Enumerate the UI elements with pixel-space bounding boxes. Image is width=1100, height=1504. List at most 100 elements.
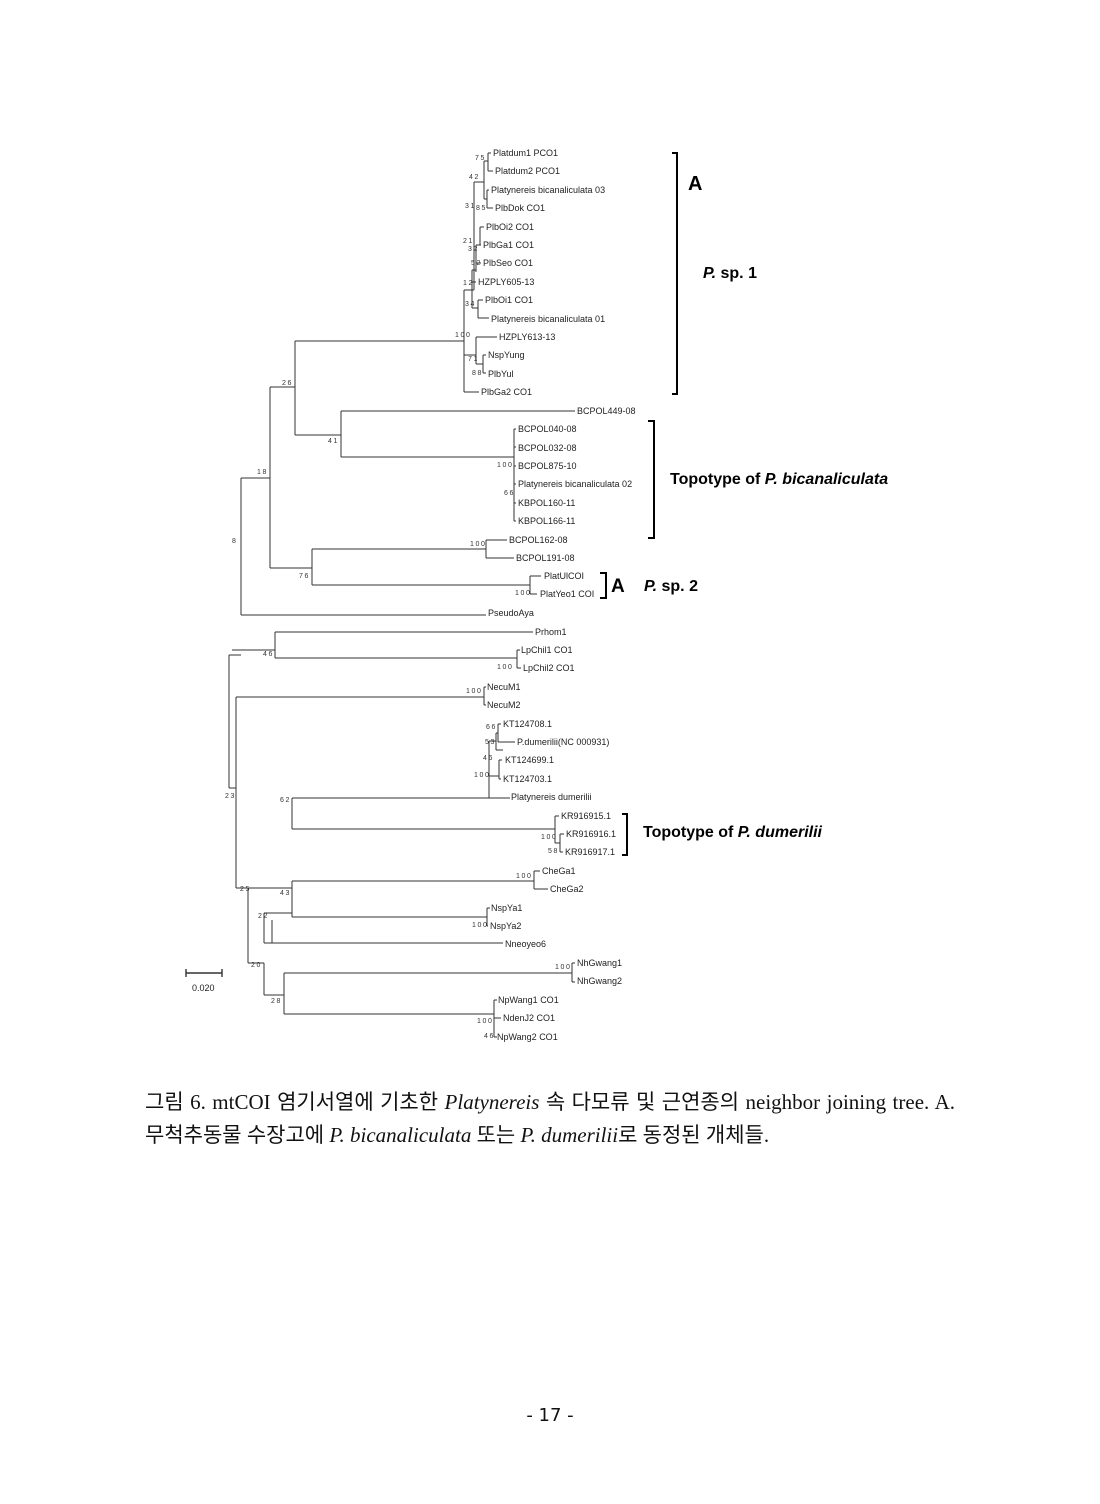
taxon-label: NspYa2 xyxy=(490,921,521,931)
taxon-label: HZPLY613-13 xyxy=(499,332,555,342)
support-value: 46 xyxy=(263,651,274,658)
support-value: 71 xyxy=(468,356,479,363)
clade-label-a-top: A xyxy=(688,173,702,195)
taxon-label: KBPOL166-11 xyxy=(518,516,575,526)
taxon-label: PlbOi1 CO1 xyxy=(485,295,533,305)
taxon-label: BCPOL040-08 xyxy=(518,424,577,434)
support-value: 100 xyxy=(497,664,513,671)
taxon-label: Platynereis bicanaliculata 01 xyxy=(491,314,605,324)
taxon-label: KT124699.1 xyxy=(505,755,554,765)
support-value: 100 xyxy=(477,1018,493,1025)
taxon-labels: Platdum1 PCO1 Platdum2 PCO1 Platynereis … xyxy=(478,148,636,1042)
support-value: 43 xyxy=(280,890,291,897)
support-value: 53 xyxy=(485,739,496,746)
support-value: 25 xyxy=(240,886,251,893)
support-value: 26 xyxy=(282,380,293,387)
caption-text: 그림 6. mtCOI 염기서열에 기초한 xyxy=(145,1090,445,1114)
support-value: 100 xyxy=(472,922,488,929)
support-value: 58 xyxy=(548,848,559,855)
caption-species: P. dumerilii xyxy=(520,1123,619,1147)
support-value: 12 xyxy=(463,280,474,287)
taxon-label: NhGwang1 xyxy=(577,958,622,968)
taxon-label: KBPOL160-11 xyxy=(518,498,575,508)
bracket-topotype-bicanaliculata xyxy=(648,420,655,539)
taxon-label: KR916916.1 xyxy=(566,829,616,839)
taxon-label: CheGa1 xyxy=(542,866,576,876)
taxon-label: NspYa1 xyxy=(491,903,522,913)
support-value: 8 xyxy=(232,538,238,545)
taxon-label: BCPOL191-08 xyxy=(516,553,575,563)
support-value: 100 xyxy=(470,541,486,548)
caption-text: 속 다모류 및 근연종의 neighbor joining tree. A. 무… xyxy=(145,1090,955,1147)
tree-branches xyxy=(228,152,575,1038)
taxon-label: PlbGa1 CO1 xyxy=(483,240,534,250)
taxon-label: Platynereis bicanaliculata 02 xyxy=(518,479,632,489)
clade-label-topotype-dumerilii: Topotype of P. dumerilii xyxy=(643,824,823,841)
taxon-label: PlatUlCOI xyxy=(544,571,584,581)
support-value: 42 xyxy=(469,174,480,181)
taxon-label: BCPOL162-08 xyxy=(509,535,568,545)
taxon-label: Platdum1 PCO1 xyxy=(493,148,558,158)
clade-label-psp2: P. sp. 2 xyxy=(644,578,698,595)
support-value: 100 xyxy=(497,462,513,469)
taxon-label: NecuM2 xyxy=(487,700,521,710)
support-value: 18 xyxy=(257,469,268,476)
taxon-label: PseudoAya xyxy=(488,608,534,618)
phylogenetic-tree: 0.020 Platdum1 PCO1 Platdum2 PCO1 Platyn… xyxy=(185,148,888,1042)
support-value: 76 xyxy=(299,573,310,580)
taxon-label: KT124708.1 xyxy=(503,719,552,729)
taxon-label: NpWang2 CO1 xyxy=(497,1032,558,1042)
taxon-label: NdenJ2 CO1 xyxy=(503,1013,555,1023)
support-value: 41 xyxy=(328,438,339,445)
support-value: 100 xyxy=(516,873,532,880)
support-value: 88 xyxy=(472,370,483,377)
taxon-label: Platynereis bicanaliculata 03 xyxy=(491,185,605,195)
bracket-psp2 xyxy=(600,572,607,599)
taxon-label: BCPOL032-08 xyxy=(518,443,577,453)
support-value: 100 xyxy=(541,834,557,841)
clade-label-psp1: P. sp. 1 xyxy=(703,265,757,282)
caption-text: 또는 xyxy=(471,1123,521,1147)
support-value: 46 xyxy=(484,1033,495,1040)
support-value: 85 xyxy=(476,205,487,212)
support-value: 100 xyxy=(455,332,471,339)
caption-species: P. bicanaliculata xyxy=(329,1123,472,1147)
support-value: 21 xyxy=(463,238,474,245)
support-value: 66 xyxy=(504,490,515,497)
clade-labels: A P. sp. 1 Topotype of P. bicanaliculata… xyxy=(611,173,888,841)
taxon-label: KR916917.1 xyxy=(565,847,615,857)
support-value: 75 xyxy=(475,155,486,162)
scale-bar: 0.020 xyxy=(185,969,223,993)
clade-brackets xyxy=(600,152,678,856)
support-value: 100 xyxy=(515,590,531,597)
taxon-label: Platynereis dumerilii xyxy=(511,792,592,802)
taxon-label: PlbYul xyxy=(488,369,514,379)
support-value: 52 xyxy=(471,260,482,267)
page-number: - 17 - xyxy=(526,1405,574,1426)
support-value: 32 xyxy=(468,246,479,253)
taxon-label: NhGwang2 xyxy=(577,976,622,986)
support-value: 34 xyxy=(465,301,476,308)
support-value: 46 xyxy=(483,755,494,762)
taxon-label: HZPLY605-13 xyxy=(478,277,534,287)
support-value: 100 xyxy=(555,964,571,971)
taxon-label: BCPOL449-08 xyxy=(577,406,636,416)
taxon-label: BCPOL875-10 xyxy=(518,461,577,471)
taxon-label: NpWang1 CO1 xyxy=(498,995,559,1005)
taxon-label: PlatYeo1 COI xyxy=(540,589,594,599)
taxon-label: NecuM1 xyxy=(487,682,521,692)
support-value: 31 xyxy=(465,203,476,210)
caption-genus: Platynereis xyxy=(444,1090,540,1114)
taxon-label: LpChil1 CO1 xyxy=(521,645,573,655)
support-value: 23 xyxy=(225,793,236,800)
taxon-label: LpChil2 CO1 xyxy=(523,663,575,673)
taxon-label: PlbDok CO1 xyxy=(495,203,545,213)
taxon-label: Prhom1 xyxy=(535,627,567,637)
bracket-psp1 xyxy=(672,152,678,395)
support-value: 22 xyxy=(258,913,269,920)
taxon-label: PlbOi2 CO1 xyxy=(486,222,534,232)
taxon-label: PlbSeo CO1 xyxy=(483,258,533,268)
taxon-label: Platdum2 PCO1 xyxy=(495,166,560,176)
taxon-label: Nneoyeo6 xyxy=(505,939,546,949)
figure-caption: 그림 6. mtCOI 염기서열에 기초한 Platynereis 속 다모류 … xyxy=(145,1086,955,1152)
